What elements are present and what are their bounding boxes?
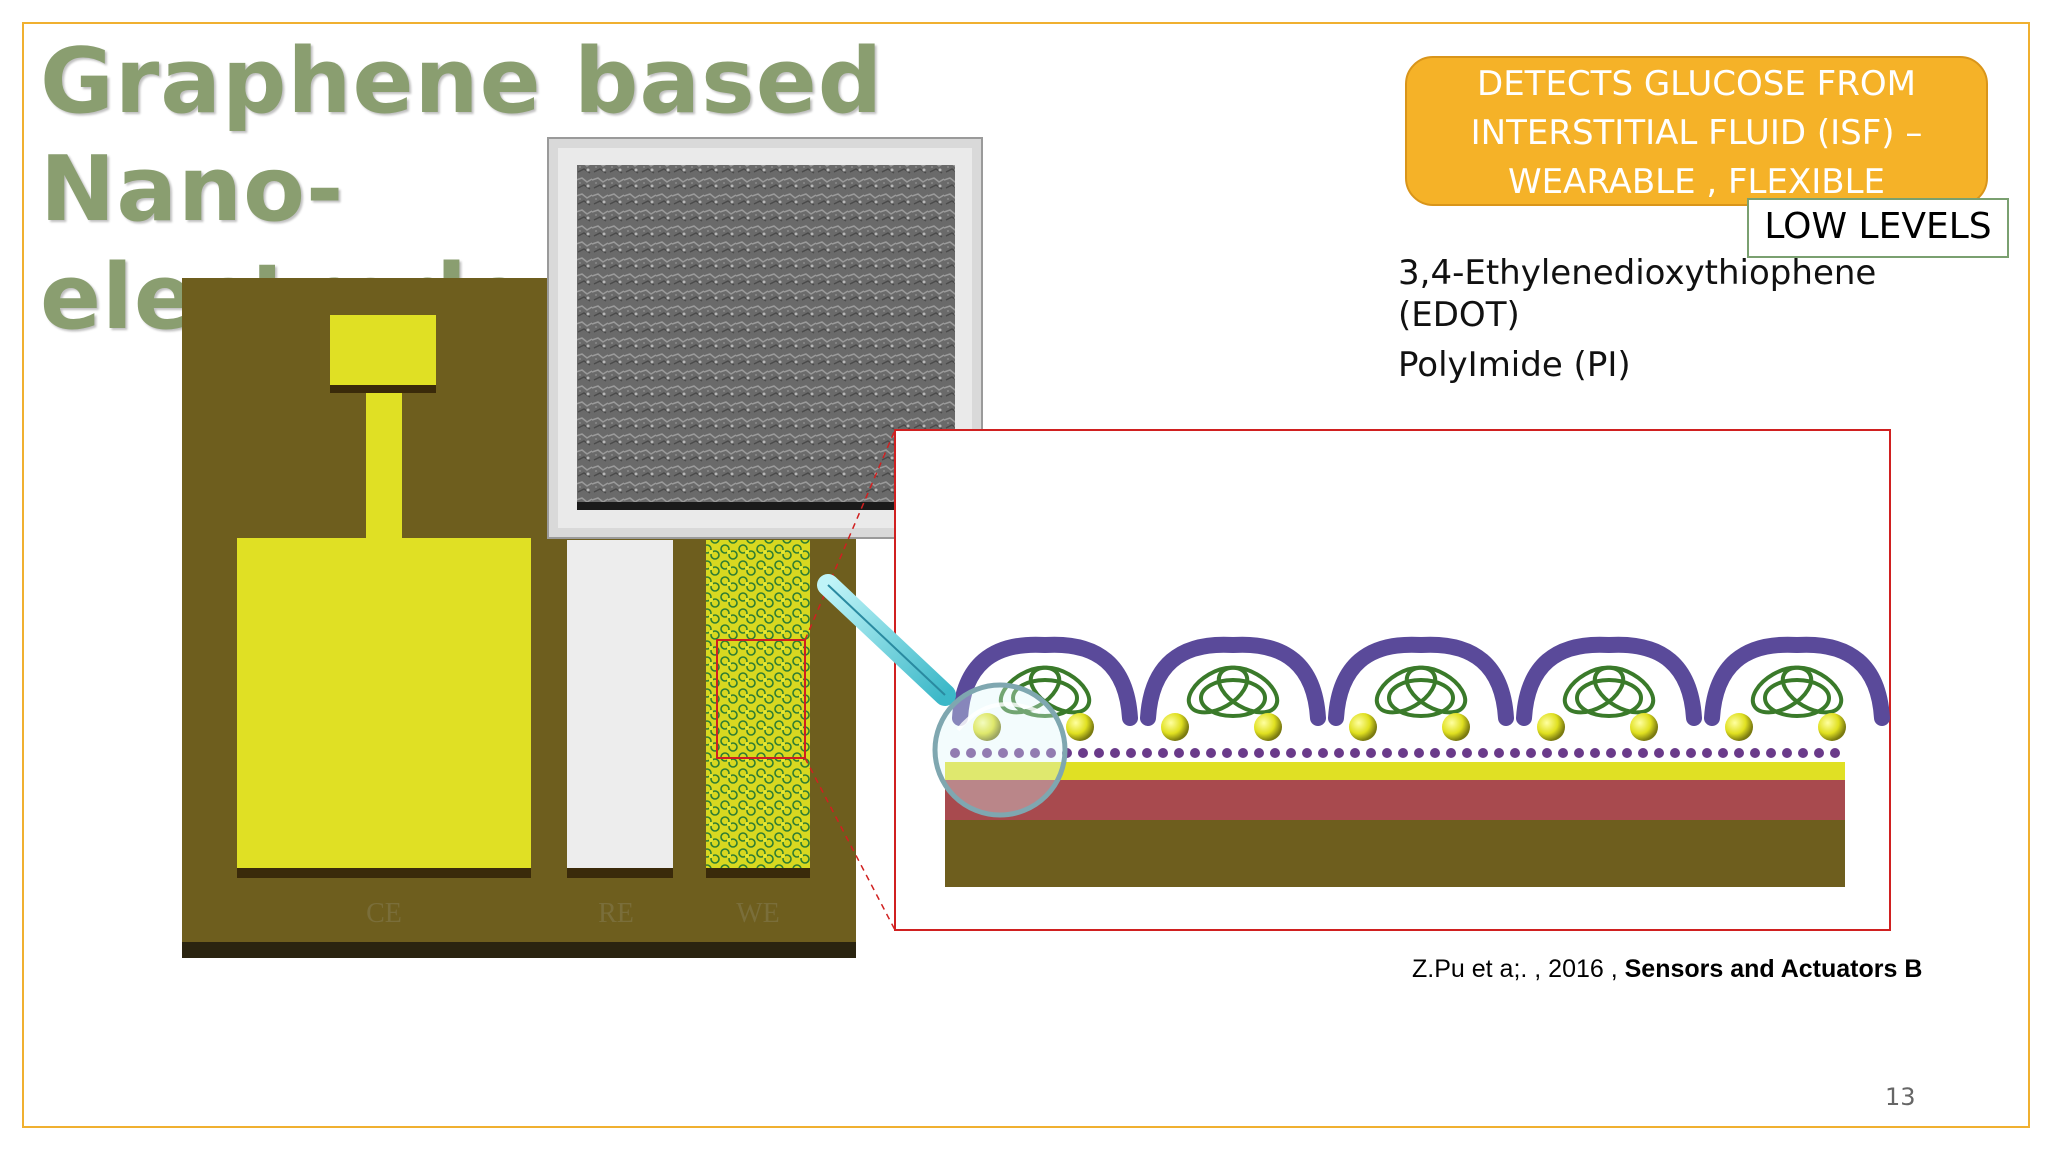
we-zoom-box	[716, 639, 806, 759]
citation: Z.Pu et a;. , 2016 , Sensors and Actuato…	[1412, 955, 1922, 984]
particle-dot	[1126, 748, 1136, 758]
particle-dot	[1702, 748, 1712, 758]
particle-dot	[1446, 748, 1456, 758]
particle-dot	[1638, 748, 1648, 758]
particle-dot	[1030, 748, 1040, 758]
particle-dot	[1350, 748, 1360, 758]
particle-dot	[1398, 748, 1408, 758]
layer-substrate	[945, 820, 1845, 887]
label-re: RE	[598, 898, 634, 929]
ce-pad-top	[330, 315, 436, 385]
particle-dot	[1334, 748, 1344, 758]
polymer-unit	[952, 636, 1138, 741]
title-line-1: Graphene based Nano-	[40, 29, 884, 242]
magnifier-icon	[817, 574, 1068, 818]
particle-dot	[1270, 748, 1280, 758]
ce-stem	[366, 393, 402, 538]
particle-dot	[982, 748, 992, 758]
particle-dot	[950, 748, 960, 758]
callout-line-2: INTERSTITIAL FLUID (ISF) –	[1470, 113, 1923, 153]
slide-border	[22, 22, 2030, 1128]
particle-dot	[1574, 748, 1584, 758]
particle-dot	[1814, 748, 1824, 758]
page-number: 13	[1885, 1083, 1916, 1111]
particle-dot	[1174, 748, 1184, 758]
re-electrode	[567, 540, 673, 868]
particle-dot	[1830, 748, 1840, 758]
particle-dot	[1430, 748, 1440, 758]
particle-dot	[1014, 748, 1024, 758]
polymer-units	[952, 636, 1890, 741]
label-we: WE	[736, 898, 780, 929]
particle-dot	[1494, 748, 1504, 758]
material-edot: 3,4-Ethylenedioxythiophene (EDOT)	[1398, 252, 1876, 336]
particle-dot	[1606, 748, 1616, 758]
label-ce: CE	[366, 898, 402, 929]
polymer-unit	[1704, 636, 1890, 741]
layer-red	[945, 780, 1845, 820]
particle-row	[950, 748, 1840, 758]
particle-dot	[1110, 748, 1120, 758]
particle-dot	[1094, 748, 1104, 758]
particle-dot	[1766, 748, 1776, 758]
particle-dot	[1654, 748, 1664, 758]
glucose-callout: DETECTS GLUCOSE FROM INTERSTITIAL FLUID …	[1405, 56, 1988, 206]
particle-dot	[1510, 748, 1520, 758]
particle-dot	[1382, 748, 1392, 758]
particle-dot	[1046, 748, 1056, 758]
particle-dot	[1590, 748, 1600, 758]
particle-dot	[998, 748, 1008, 758]
particle-dot	[1142, 748, 1152, 758]
polymer-unit	[1328, 636, 1514, 741]
particle-dot	[1622, 748, 1632, 758]
particle-dot	[1318, 748, 1328, 758]
particle-dot	[1254, 748, 1264, 758]
particle-dot	[1158, 748, 1168, 758]
callout-line-1: DETECTS GLUCOSE FROM	[1477, 64, 1916, 104]
particle-dot	[1206, 748, 1216, 758]
particle-dot	[1286, 748, 1296, 758]
particle-dot	[1414, 748, 1424, 758]
polymer-unit	[1516, 636, 1702, 741]
particle-dot	[1302, 748, 1312, 758]
particle-dot	[1526, 748, 1536, 758]
particle-dot	[1750, 748, 1760, 758]
layer-gold	[945, 762, 1845, 780]
particle-dot	[1238, 748, 1248, 758]
particle-dot	[1366, 748, 1376, 758]
citation-journal: Sensors and Actuators B	[1624, 955, 1923, 983]
ce-electrode	[237, 538, 531, 868]
callout-line-3: WEARABLE , FLEXIBLE	[1507, 162, 1886, 202]
particle-dot	[1734, 748, 1744, 758]
sem-image	[577, 165, 955, 510]
particle-dot	[1718, 748, 1728, 758]
particle-dot	[1670, 748, 1680, 758]
particle-dot	[1190, 748, 1200, 758]
material-polyimide: PolyImide (PI)	[1398, 345, 1631, 385]
citation-authors: Z.Pu et a;. , 2016 ,	[1412, 955, 1625, 983]
particle-dot	[1542, 748, 1552, 758]
particle-dot	[1222, 748, 1232, 758]
edot-line-1: 3,4-Ethylenedioxythiophene	[1398, 253, 1877, 293]
particle-dot	[1782, 748, 1792, 758]
particle-dot	[1462, 748, 1472, 758]
substrate-shadow	[182, 942, 856, 958]
particle-dot	[1798, 748, 1808, 758]
particle-dot	[1078, 748, 1088, 758]
particle-dot	[1478, 748, 1488, 758]
edot-line-2: (EDOT)	[1398, 295, 1520, 335]
polymer-unit	[1140, 636, 1326, 741]
low-levels-box: LOW LEVELS	[1747, 198, 2009, 258]
particle-dot	[1558, 748, 1568, 758]
particle-dot	[1686, 748, 1696, 758]
we-electrode	[706, 540, 810, 868]
particle-dot	[966, 748, 976, 758]
